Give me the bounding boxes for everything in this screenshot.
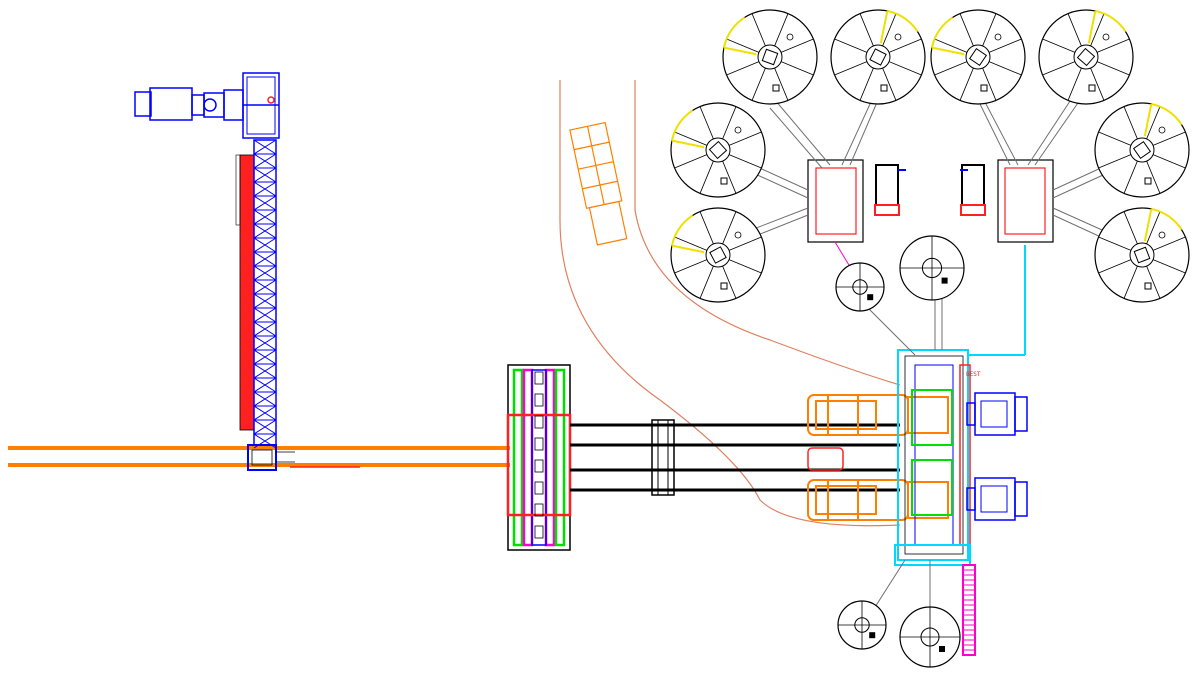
storage-tank-icon [670,207,766,303]
truck-icon [569,121,628,246]
substructure [506,364,572,551]
mast-base [247,444,277,471]
pump-unit-icon [899,235,965,301]
pump-unit-icon [835,262,885,312]
mast-red-body [239,154,255,431]
storage-tank-icon [1094,102,1190,198]
rig-head [134,72,280,139]
blender-units [807,159,1054,243]
manifold-icon: BEST [894,245,1026,656]
storage-tank-icon [1038,9,1134,105]
boundary-curve-inner [634,80,901,386]
flow-lines [570,423,900,492]
rig-engine [149,87,193,121]
blender-right [997,159,1054,243]
manifold-label-stub: BEST [966,371,981,378]
pump-trucks [807,394,949,521]
storage-tank-icon [930,9,1026,105]
flow-line-clamp [651,419,675,496]
boundary-curve-outer [559,80,901,527]
main-pipeline [8,446,510,468]
round-vessels [835,235,965,668]
storage-tank-icon [1094,207,1190,303]
pump-unit-icon [837,600,887,650]
storage-tank-icon [670,102,766,198]
storage-tank-icon [830,9,926,105]
truck-icon [807,394,949,436]
pump-unit-icon [899,606,961,668]
trailer-small [807,447,844,471]
pump-unit-icon [966,392,1028,436]
site-boundary [559,80,901,527]
truck-icon [807,479,949,521]
pump-unit-icon [966,477,1028,521]
tank-feed-lines [719,94,1141,620]
pump-units [966,392,1028,521]
storage-tank-icon [722,9,818,105]
catwalk-mast [235,139,295,471]
storage-tanks [670,9,1190,303]
